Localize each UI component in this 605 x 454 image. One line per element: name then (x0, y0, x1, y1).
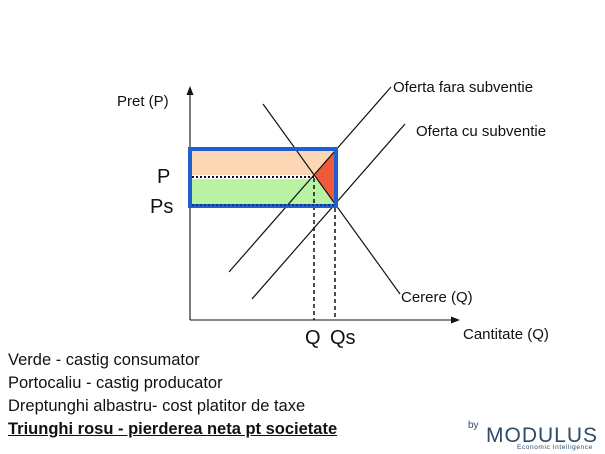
supply-with-subsidy-curve (251, 123, 406, 300)
deadweight-loss-triangle (314, 151, 335, 204)
supply-no-subsidy-curve (228, 86, 392, 273)
legend-item-green: Verde - castig consumator (8, 351, 200, 369)
y-axis-arrow-icon (186, 86, 194, 95)
quantity-q-label: Q (305, 327, 321, 349)
price-p-label: P (157, 166, 170, 188)
x-axis-arrow-icon (451, 316, 460, 324)
x-axis-label: Cantitate (Q) (463, 326, 549, 343)
producer-surplus-area (192, 151, 335, 175)
legend: Verde - castig consumator Portocaliu - c… (8, 349, 337, 441)
price-ps-label: Ps (150, 196, 173, 218)
surplus-areas (192, 151, 335, 204)
logo-tagline: Economic Intelligence (517, 444, 593, 451)
modulus-logo: MODULUS (486, 424, 599, 447)
legend-item-orange: Portocaliu - castig producator (8, 374, 223, 392)
legend-item-red: Triunghi rosu - pierderea neta pt societ… (8, 420, 338, 438)
consumer-surplus-area (192, 179, 335, 204)
demand-label: Cerere (Q) (401, 289, 473, 306)
logo-by-text: by (468, 420, 479, 431)
subsidy-cost-rectangle (188, 147, 338, 208)
supply-no-subsidy-label: Oferta fara subventie (393, 79, 533, 96)
demand-curve (262, 103, 401, 295)
y-axis-label: Pret (P) (117, 93, 169, 110)
supply-with-subsidy-label: Oferta cu subventie (416, 123, 546, 140)
quantity-qs-label: Qs (330, 327, 356, 349)
legend-item-blue: Dreptunghi albastru- cost platitor de ta… (8, 397, 306, 415)
